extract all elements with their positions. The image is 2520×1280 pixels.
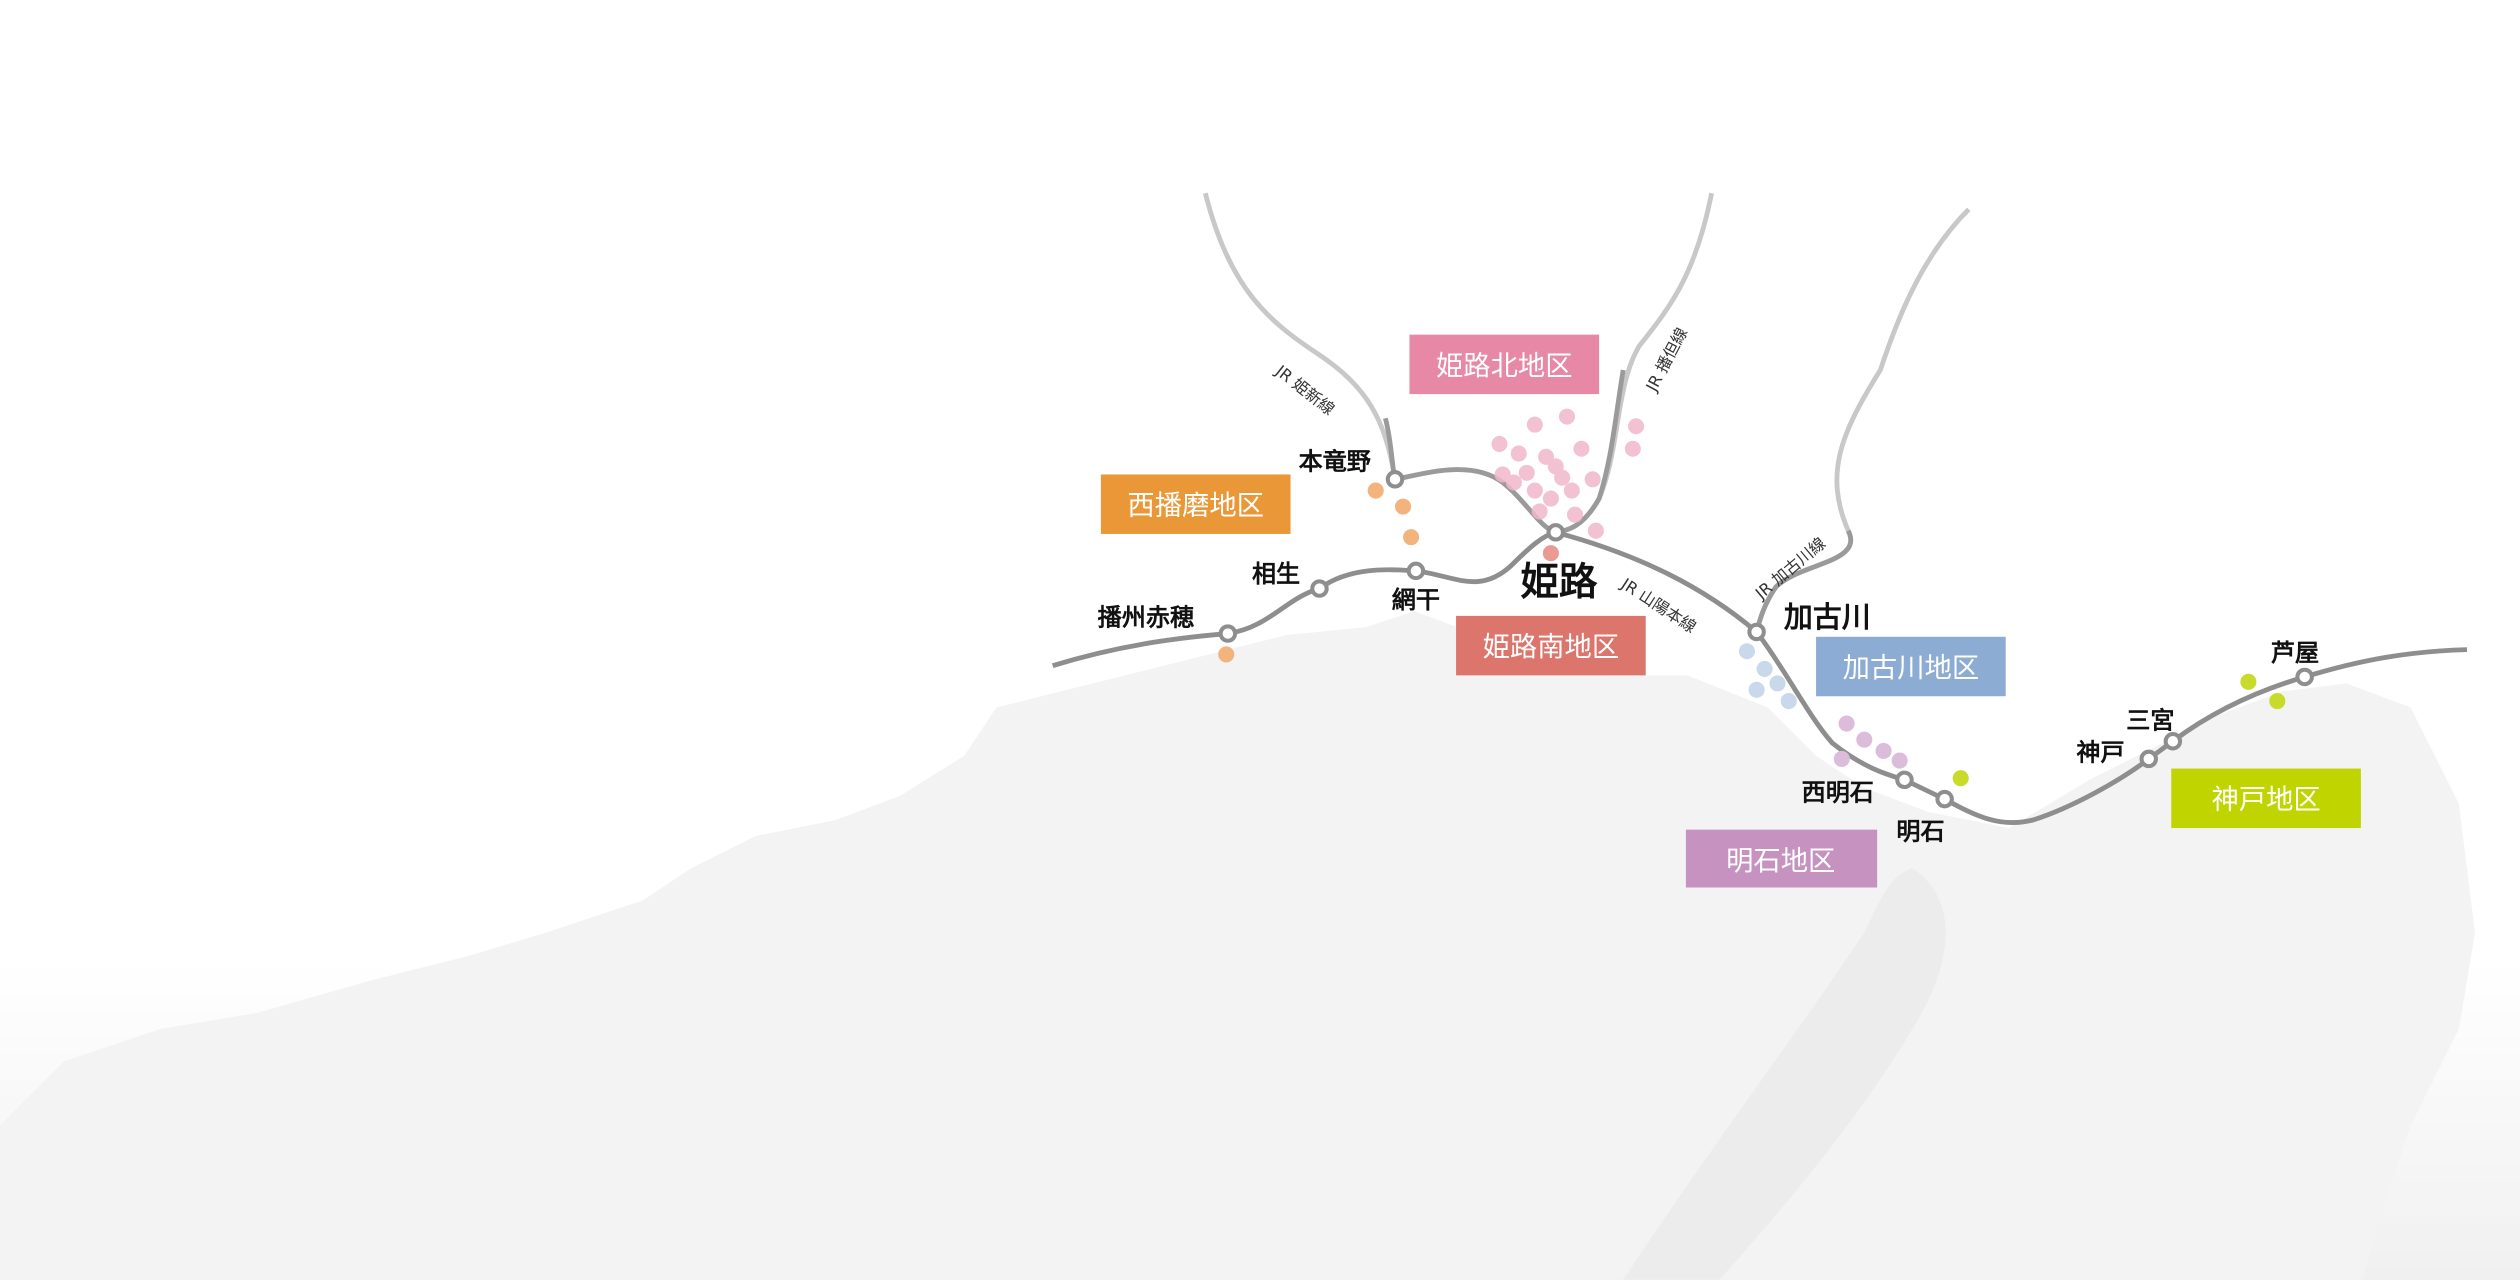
kishin-line bbox=[1203, 192, 1398, 480]
station-marker-kakogawa[interactable] bbox=[1747, 622, 1766, 642]
station-marker-akashi[interactable] bbox=[1935, 789, 1954, 809]
station-label-ashiya[interactable]: 芦屋 bbox=[2271, 639, 2319, 667]
bantan-line-near bbox=[1555, 369, 1626, 535]
district-label: 明石地区 bbox=[1726, 846, 1835, 877]
district-himeji-south[interactable]: 姫路南地区 bbox=[1456, 615, 1646, 676]
station-label-sannomiya[interactable]: 三宮 bbox=[2126, 706, 2174, 734]
dot-himeji-south bbox=[1542, 545, 1559, 562]
district-label: 西播磨地区 bbox=[1127, 491, 1264, 522]
station-marker-nishiakashi[interactable] bbox=[1895, 770, 1914, 790]
kakogawa-line-near bbox=[1754, 529, 1854, 633]
dots-himeji-north bbox=[1491, 408, 1645, 539]
district-akashi[interactable]: 明石地区 bbox=[1685, 829, 1878, 888]
dots-kobe bbox=[1952, 673, 2286, 787]
station-label-kakogawa[interactable]: 加古川 bbox=[1784, 600, 1871, 634]
district-kobe[interactable]: 神戸地区 bbox=[2171, 768, 2361, 829]
district-label: 姫路北地区 bbox=[1436, 351, 1573, 382]
station-marker-ako[interactable] bbox=[1218, 624, 1238, 643]
station-label-hontatsuno[interactable]: 本竜野 bbox=[1299, 448, 1371, 476]
station-marker-himeji[interactable] bbox=[1546, 523, 1565, 542]
station-marker-aboshi[interactable] bbox=[1406, 561, 1426, 581]
district-label: 姫路南地区 bbox=[1483, 632, 1620, 663]
awaji-island bbox=[1623, 868, 1946, 1280]
dots-kakogawa bbox=[1738, 643, 1797, 710]
line-label-kakogawa: JR 加古川線 bbox=[1751, 534, 1829, 604]
station-label-aboshi[interactable]: 網干 bbox=[1392, 586, 1440, 614]
district-kakogawa[interactable]: 加古川地区 bbox=[1816, 636, 2006, 697]
station-marker-ashiya[interactable] bbox=[2295, 667, 2314, 687]
station-label-kobe[interactable]: 神戸 bbox=[2076, 739, 2124, 767]
station-label-aioi[interactable]: 相生 bbox=[1252, 560, 1300, 588]
district-label: 加古川地区 bbox=[1843, 653, 1980, 684]
station-label-akashi[interactable]: 明石 bbox=[1896, 817, 1944, 845]
station-label-himeji[interactable]: 姫路 bbox=[1520, 560, 1598, 605]
station-marker-hontatsuno[interactable] bbox=[1385, 470, 1405, 489]
land-mass bbox=[0, 611, 2475, 1280]
district-label: 神戸地区 bbox=[2211, 785, 2320, 816]
station-label-nishiakashi[interactable]: 西明石 bbox=[1802, 779, 1874, 807]
district-himeji-north[interactable]: 姫路北地区 bbox=[1409, 334, 1600, 395]
station-marker-aioi[interactable] bbox=[1310, 579, 1329, 598]
dots-nishiharima bbox=[1218, 482, 1420, 663]
district-nishiharima[interactable]: 西播磨地区 bbox=[1100, 474, 1291, 534]
station-label-ako[interactable]: 播州赤穂 bbox=[1098, 604, 1194, 632]
kishin-line-near bbox=[1383, 417, 1557, 535]
station-marker-sannomiya[interactable] bbox=[2163, 732, 2183, 751]
dots-akashi bbox=[1833, 715, 1908, 769]
line-label-kishin: JR 姫新線 bbox=[1271, 361, 1338, 419]
station-marker-kobe[interactable] bbox=[2139, 749, 2158, 769]
